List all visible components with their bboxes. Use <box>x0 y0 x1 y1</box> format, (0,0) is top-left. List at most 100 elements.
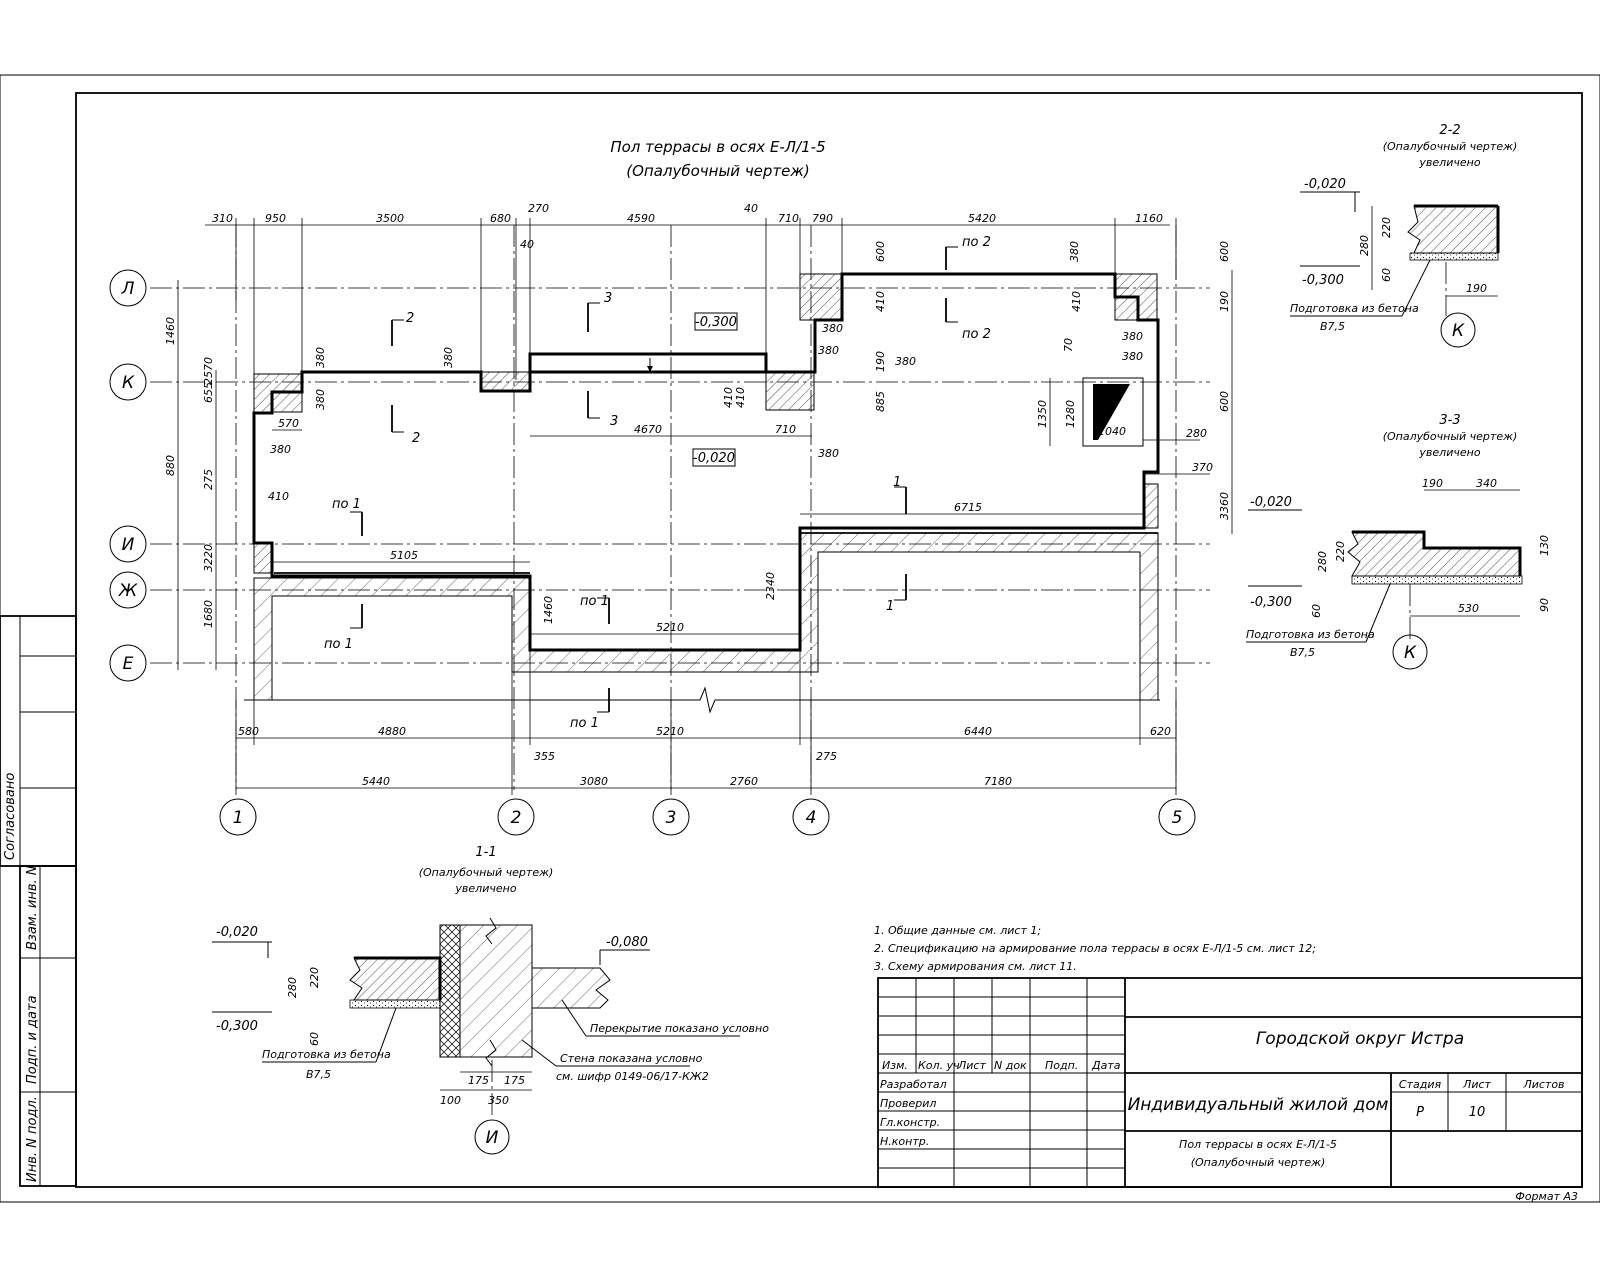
svg-text:И: И <box>486 1128 499 1148</box>
svg-text:Разработал: Разработал <box>880 1078 947 1091</box>
svg-text:380: 380 <box>270 443 291 456</box>
svg-text:5440: 5440 <box>362 775 390 788</box>
svg-text:К: К <box>1452 321 1465 341</box>
svg-text:790: 790 <box>812 212 833 225</box>
svg-text:6440: 6440 <box>964 725 992 738</box>
svg-text:-0,300: -0,300 <box>1302 273 1344 288</box>
project-name: Индивидуальный жилой дом <box>1128 1095 1389 1115</box>
section-1-1: 1-1 (Опалубочный чертеж) увеличено -0,08… <box>212 845 769 1155</box>
svg-text:380: 380 <box>1122 330 1143 343</box>
svg-text:220: 220 <box>1380 217 1393 238</box>
sec3-top: 3 <box>604 291 612 306</box>
sheet-title-1: Пол террасы в осях Е-Л/1-5 <box>1179 1138 1337 1151</box>
svg-text:(Опалубочный чертеж): (Опалубочный чертеж) <box>1383 430 1518 443</box>
sec1-top: 1 <box>893 475 901 490</box>
svg-text:620: 620 <box>1150 725 1171 738</box>
level-lower: -0,020 <box>693 451 735 466</box>
svg-text:-0,020: -0,020 <box>1250 495 1292 510</box>
side-stamp: Согласовано Взам. инв. N Подп. и дата Ин… <box>0 615 77 1187</box>
svg-text:380: 380 <box>442 347 455 368</box>
svg-text:275: 275 <box>202 469 215 490</box>
svg-text:190: 190 <box>1422 477 1443 490</box>
sec2-bot: 2 <box>412 431 420 446</box>
svg-text:570: 570 <box>278 417 299 430</box>
svg-text:580: 580 <box>238 725 259 738</box>
outer-frame <box>0 74 1600 1203</box>
dims-right: 600 190 600 3360 <box>1218 241 1231 520</box>
svg-text:Дата: Дата <box>1091 1059 1121 1072</box>
svg-text:В7,5: В7,5 <box>306 1068 331 1081</box>
svg-text:Подготовка из бетона: Подготовка из бетона <box>262 1048 391 1061</box>
format-label: Формат А3 <box>1515 1190 1578 1203</box>
svg-text:-0,020: -0,020 <box>1304 177 1346 192</box>
svg-text:710: 710 <box>775 423 796 436</box>
svg-text:950: 950 <box>265 212 286 225</box>
svg-text:380: 380 <box>314 389 327 410</box>
svg-text:Листов: Листов <box>1522 1078 1564 1091</box>
stage-value: Р <box>1416 1105 1424 1120</box>
svg-text:Лист: Лист <box>1462 1078 1491 1091</box>
section-marks: 3 3 2 2 1 1 по 2 по 2 по 1 по 1 по 1 по … <box>324 235 991 731</box>
svg-text:380: 380 <box>1122 350 1143 363</box>
svg-text:Стена показана условно: Стена показана условно <box>560 1052 703 1065</box>
po1-b: по 1 <box>324 637 353 652</box>
svg-text:5210: 5210 <box>656 725 684 738</box>
svg-text:Перекрытие показано условно: Перекрытие показано условно <box>590 1022 769 1035</box>
svg-text:410: 410 <box>734 387 747 408</box>
title-block: Изм. Кол. уч Лист N док Подп. Дата Разра… <box>877 977 1583 1203</box>
axis-E: Е <box>123 654 134 674</box>
svg-text:Гл.констр.: Гл.констр. <box>880 1116 940 1129</box>
axis-3: 3 <box>666 808 677 828</box>
svg-text:410: 410 <box>722 387 735 408</box>
svg-text:600: 600 <box>874 241 887 262</box>
svg-text:600: 600 <box>1218 241 1231 262</box>
svg-text:4670: 4670 <box>634 423 662 436</box>
svg-text:190: 190 <box>1218 291 1231 312</box>
svg-text:6715: 6715 <box>954 501 982 514</box>
inv-label: Инв. N подл. <box>25 1096 40 1182</box>
svg-text:1160: 1160 <box>1135 212 1163 225</box>
svg-text:600: 600 <box>1218 391 1231 412</box>
svg-text:380: 380 <box>895 355 916 368</box>
section-3-3: 3-3 (Опалубочный чертеж) увеличено -0,02… <box>1246 413 1551 670</box>
note-1: 1. Общие данные см. лист 1; <box>874 924 1041 937</box>
svg-text:увеличено: увеличено <box>1418 156 1480 169</box>
svg-text:40: 40 <box>744 202 758 215</box>
svg-text:410: 410 <box>1070 291 1083 312</box>
svg-text:1-1: 1-1 <box>475 845 496 860</box>
svg-text:4590: 4590 <box>627 212 655 225</box>
svg-text:280: 280 <box>1186 427 1207 440</box>
svg-text:5105: 5105 <box>390 549 418 562</box>
svg-text:(Опалубочный чертеж): (Опалубочный чертеж) <box>419 866 554 879</box>
dims-bottom: 580 4880 5210 6440 620 355 275 5440 3080… <box>238 725 1171 788</box>
svg-text:2760: 2760 <box>730 775 758 788</box>
svg-text:220: 220 <box>1334 541 1347 562</box>
svg-text:530: 530 <box>1458 602 1479 615</box>
svg-text:275: 275 <box>816 750 837 763</box>
sec3-bot: 3 <box>610 414 618 429</box>
svg-text:280: 280 <box>1358 235 1371 256</box>
svg-text:1280: 1280 <box>1064 400 1077 428</box>
svg-text:Проверил: Проверил <box>880 1097 936 1110</box>
svg-text:3220: 3220 <box>202 544 215 572</box>
po2-bot: по 2 <box>962 327 991 342</box>
po2-top: по 2 <box>962 235 991 250</box>
svg-text:380: 380 <box>1068 241 1081 262</box>
axis-K: К <box>122 373 135 393</box>
svg-text:380: 380 <box>818 344 839 357</box>
axis-1: 1 <box>233 808 244 828</box>
svg-text:-0,020: -0,020 <box>216 925 258 940</box>
svg-text:880: 880 <box>164 455 177 476</box>
svg-text:Кол. уч: Кол. уч <box>918 1059 960 1072</box>
svg-text:увеличено: увеличено <box>454 882 516 895</box>
svg-text:885: 885 <box>874 391 887 412</box>
svg-text:Подп.: Подп. <box>1045 1059 1078 1072</box>
svg-text:380: 380 <box>818 447 839 460</box>
svg-text:130: 130 <box>1538 535 1551 556</box>
svg-text:2570: 2570 <box>202 357 215 385</box>
svg-text:Подготовка из бетона: Подготовка из бетона <box>1246 628 1375 641</box>
svg-text:В7,5: В7,5 <box>1290 646 1315 659</box>
po1-a: по 1 <box>332 497 361 512</box>
svg-text:100: 100 <box>440 1094 461 1107</box>
